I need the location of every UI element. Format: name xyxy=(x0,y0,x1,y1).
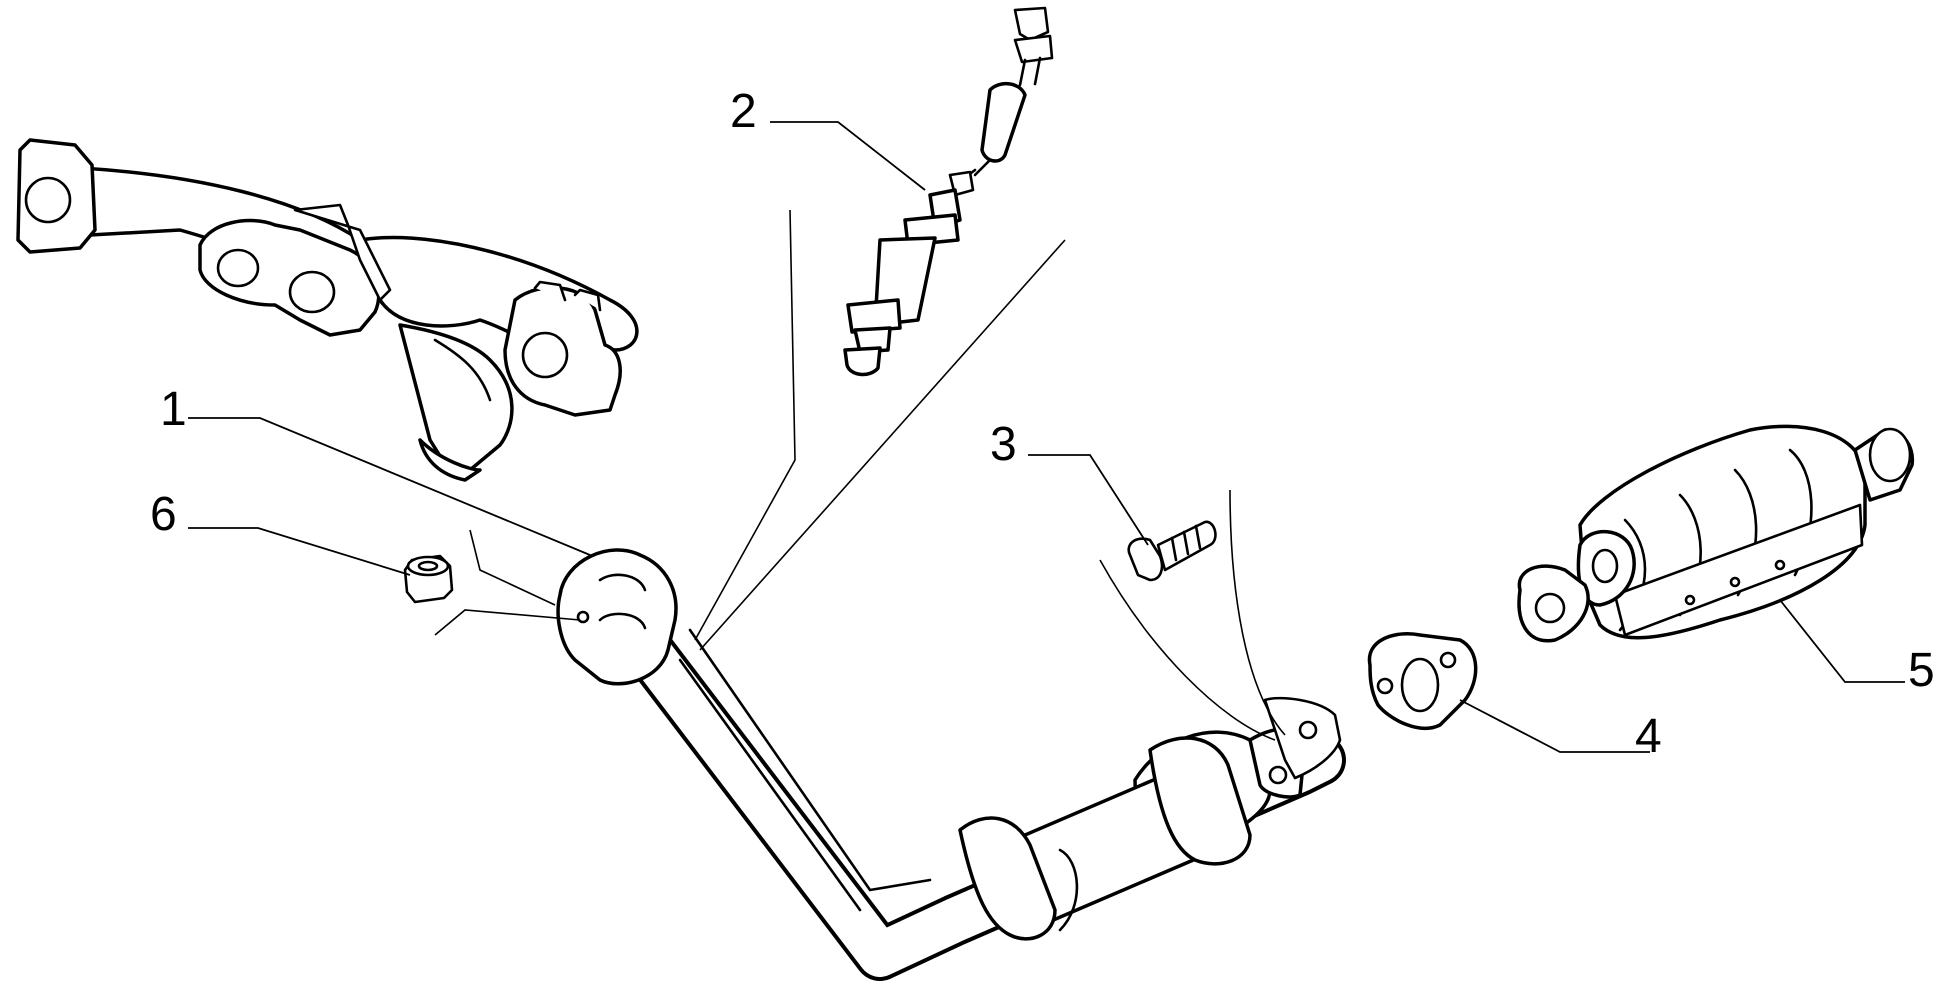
catalytic-converter xyxy=(1517,424,1915,643)
callout-4: 4 xyxy=(1635,710,1662,763)
gasket xyxy=(1367,632,1478,730)
callout-labels: 1 2 3 4 5 6 xyxy=(150,85,1935,763)
front-exhaust-pipe xyxy=(556,548,1346,981)
callout-3: 3 xyxy=(990,418,1017,471)
exhaust-manifold xyxy=(16,138,639,482)
oxygen-sensor xyxy=(843,6,1054,377)
bolt xyxy=(1127,520,1217,582)
assembly-lines xyxy=(434,209,1286,741)
callout-6: 6 xyxy=(150,488,177,541)
callout-1: 1 xyxy=(160,383,187,436)
leader-lines xyxy=(188,121,1905,753)
callout-2: 2 xyxy=(730,85,757,138)
callout-5: 5 xyxy=(1908,644,1935,697)
nut xyxy=(403,554,454,604)
